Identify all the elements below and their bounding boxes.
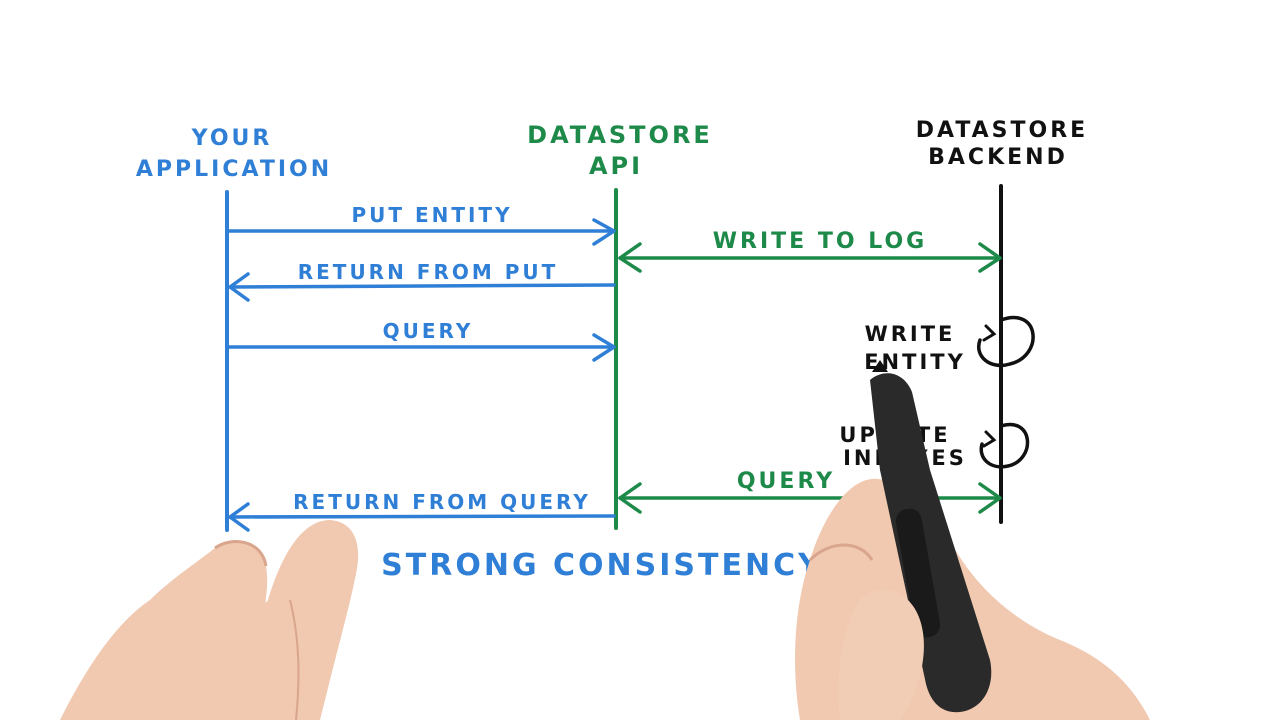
message-return-from-put: RETURN FROM PUT (228, 260, 616, 302)
arrow-head (592, 333, 616, 362)
arrow-head-left (618, 482, 642, 514)
self-loop-icon (979, 422, 1030, 469)
message-write-to-log: WRITE TO LOG (618, 229, 1002, 273)
participant-label-line2: API (589, 152, 643, 180)
arrow-head-left (618, 242, 642, 273)
message-label: PUT ENTITY (351, 203, 512, 227)
message-label: RETURN FROM PUT (298, 260, 559, 284)
arrow-head-right (978, 242, 1002, 273)
arrow-line (228, 283, 616, 289)
arrow-head (228, 502, 250, 532)
arrow-head (592, 218, 616, 246)
participant-label-line2: BACKEND (928, 145, 1068, 170)
arrow-head-right (978, 482, 1002, 514)
participant-label-line1: DATASTORE (527, 121, 713, 149)
hand-icon (60, 520, 359, 720)
message-label: WRITE TO LOG (713, 229, 927, 254)
self-loop-icon (977, 316, 1035, 368)
arrow-line (228, 514, 616, 519)
participant-label-line1: YOUR (191, 126, 273, 151)
message-query: QUERY (227, 319, 616, 362)
backend-step-write-entity: WRITE ENTITY (864, 316, 1035, 374)
message-label: QUERY (737, 469, 835, 494)
participant-label-line1: DATASTORE (916, 118, 1088, 143)
message-put-entity: PUT ENTITY (227, 203, 616, 246)
message-backend-query: QUERY (618, 469, 1002, 514)
participant-datastore-backend: DATASTORE BACKEND (916, 118, 1088, 170)
step-label-line1: WRITE (865, 322, 956, 346)
arrow-head (228, 272, 250, 302)
message-label: RETURN FROM QUERY (293, 490, 591, 514)
participant-label-line2: APPLICATION (136, 157, 332, 182)
message-label: QUERY (383, 319, 474, 343)
participant-your-application: YOUR APPLICATION (136, 126, 332, 182)
participant-datastore-api: DATASTORE API (527, 121, 713, 180)
message-return-from-query: RETURN FROM QUERY (228, 490, 616, 532)
diagram-caption: STRONG CONSISTENCY (381, 548, 823, 583)
hand-pen-icon (795, 360, 1150, 720)
